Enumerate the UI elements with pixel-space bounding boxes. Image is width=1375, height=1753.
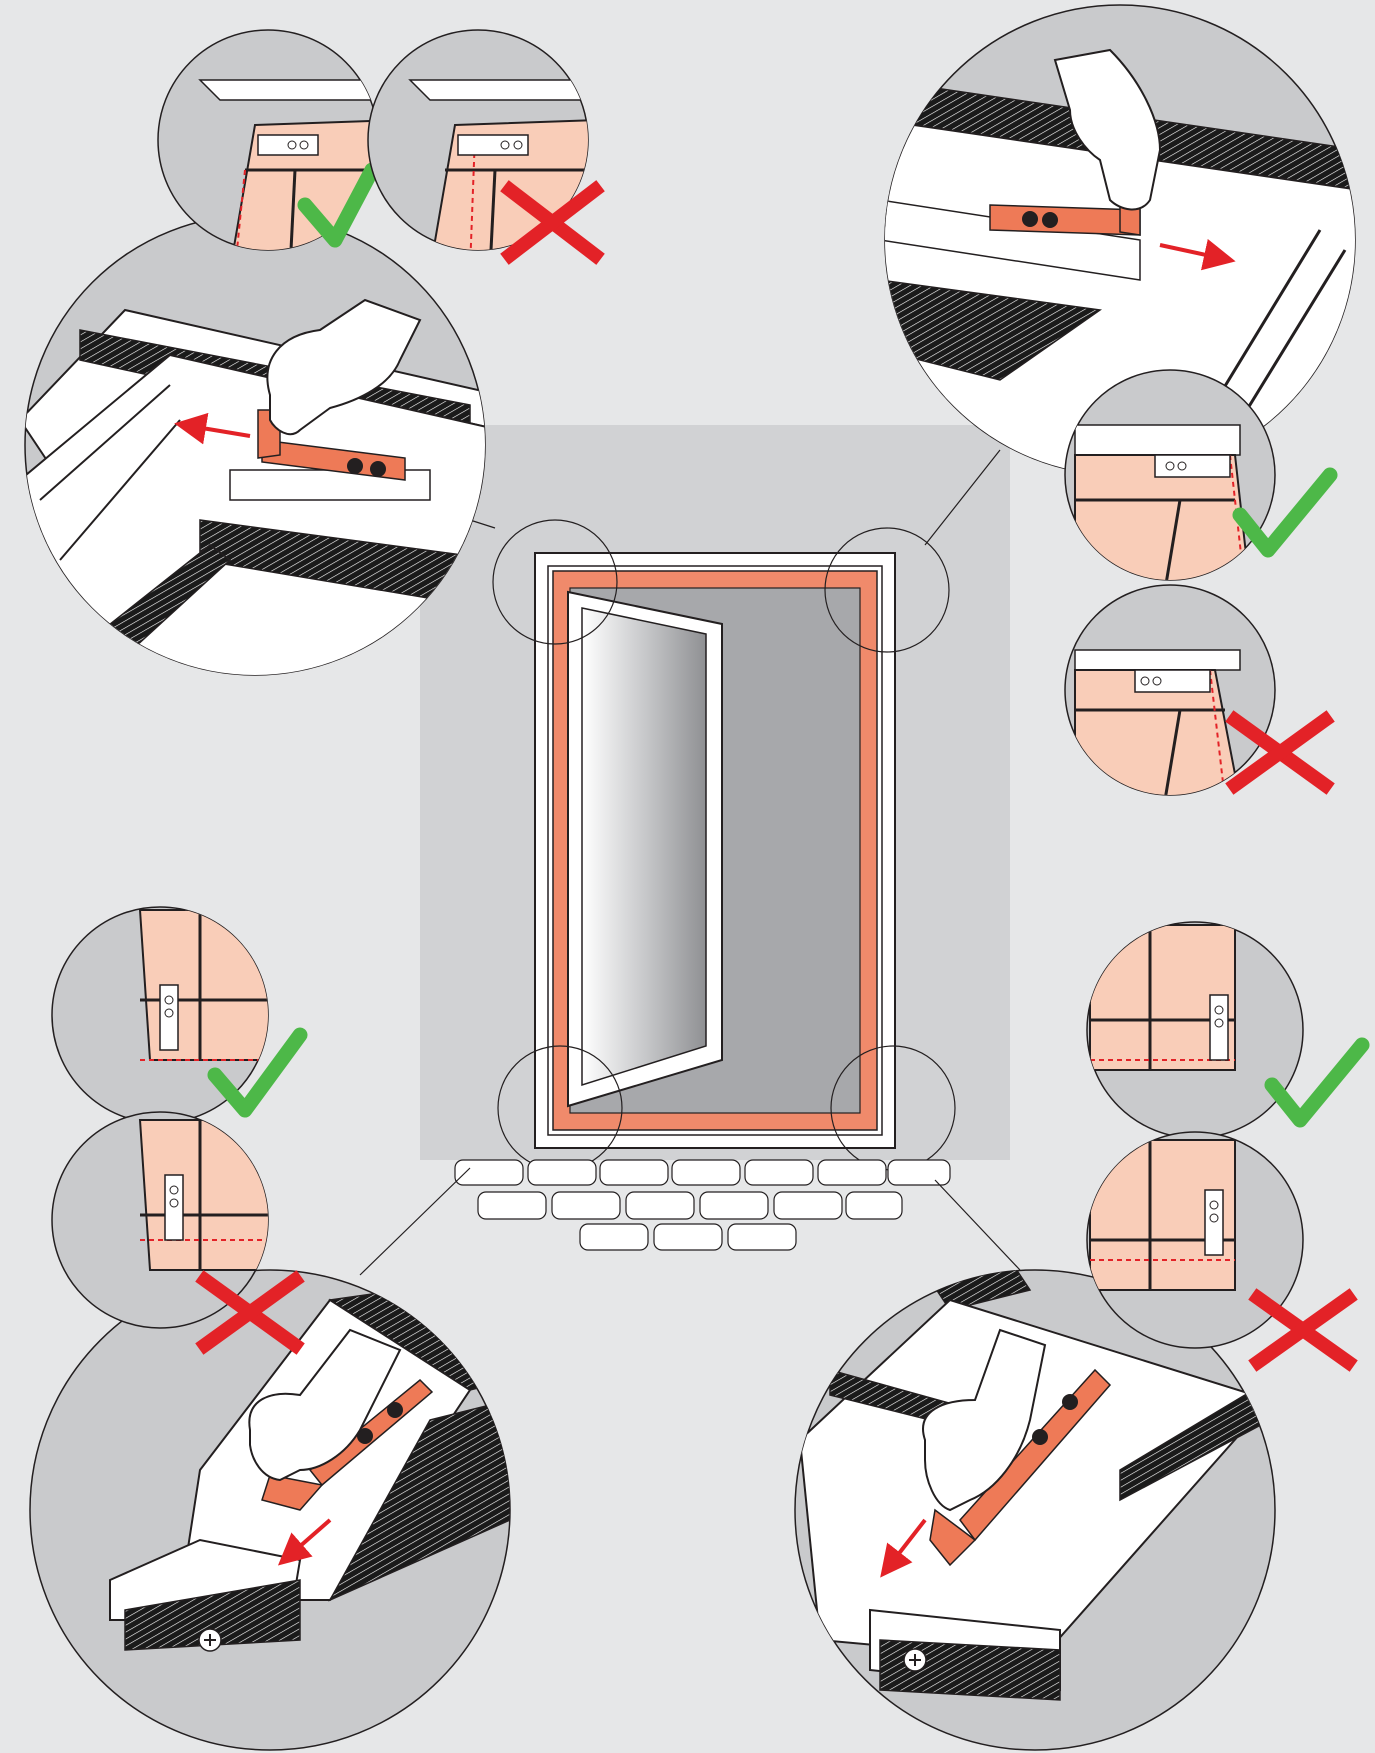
detail-top-left-incorrect bbox=[368, 30, 600, 270]
detail-bottom-left bbox=[30, 1270, 510, 1750]
detail-bottom-left-incorrect bbox=[52, 1112, 295, 1345]
detail-bottom-left-correct bbox=[52, 907, 300, 1123]
corner-connector bbox=[990, 205, 1140, 235]
detail-bottom-right-correct bbox=[1087, 922, 1362, 1138]
door bbox=[493, 520, 955, 1170]
detail-top-right-incorrect bbox=[1065, 585, 1325, 800]
door-glass bbox=[582, 608, 706, 1085]
doorstep-stones bbox=[455, 1160, 950, 1250]
cross-mark bbox=[1258, 1298, 1348, 1362]
